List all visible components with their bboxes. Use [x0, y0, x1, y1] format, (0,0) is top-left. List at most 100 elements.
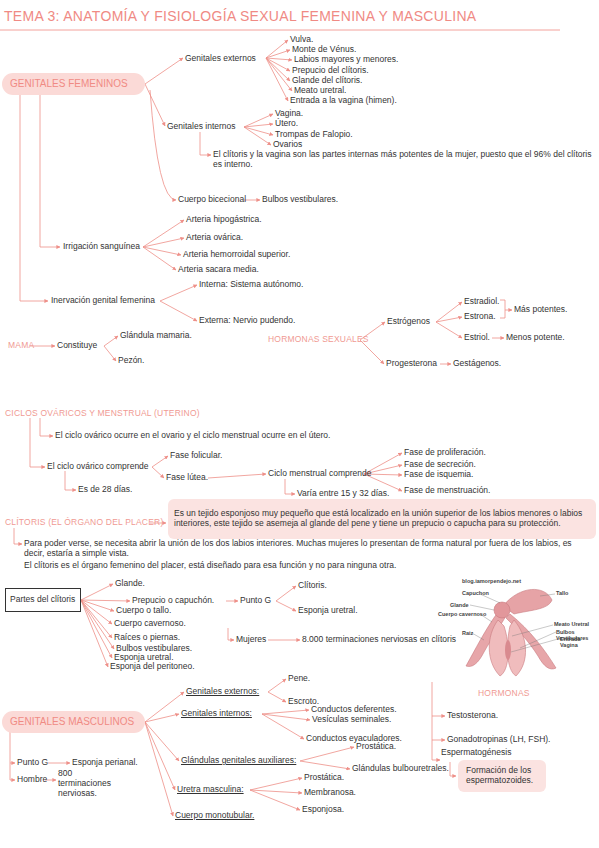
text-label: Estrógenos — [387, 317, 430, 327]
glans-shape — [494, 602, 510, 618]
text-label: Cuerpo monotubular. — [175, 811, 254, 821]
illustration-leaders — [470, 594, 558, 652]
text-label: Genitales internos: — [181, 709, 252, 719]
leader-arrow — [262, 710, 309, 714]
leader-arrow — [81, 600, 130, 601]
section-band: GENITALES MASCULINOS — [2, 711, 145, 733]
title-underline — [0, 30, 560, 31]
leader-line — [540, 594, 555, 596]
leader-arrow — [226, 601, 238, 602]
text-label: Glándulas bulbouretrales. — [352, 764, 449, 774]
shaft-shape — [503, 589, 552, 614]
leader-arrow — [244, 124, 273, 127]
text-label: Constituye — [57, 341, 97, 351]
part-label: Meato Uretral — [554, 621, 589, 627]
text-label: Glándulas genitales auxiliares: — [181, 756, 296, 766]
part-label: Cuerpo cavernoso — [438, 611, 486, 617]
leader-arrow — [300, 761, 350, 769]
text-label: Varía entre 15 y 32 días. — [297, 489, 389, 499]
bracket — [500, 300, 505, 318]
text-label: Pezón. — [118, 356, 144, 366]
leader-arrow — [266, 50, 290, 58]
text-label: Pene. — [288, 674, 310, 684]
text-label: Clítoris. — [298, 581, 327, 591]
leader-line — [512, 625, 553, 636]
leader-arrow — [244, 200, 260, 201]
section-heading: HORMONAS SEXUALES — [268, 335, 369, 345]
leader-arrow — [266, 58, 292, 91]
leader-arrow — [285, 479, 295, 494]
text-label: El clítoris y la vagina son las partes i… — [213, 150, 598, 170]
text-label: Fase de proliferación. — [404, 448, 486, 458]
text-label: Glande. — [115, 579, 145, 589]
node-text: Es un tejido esponjoso muy pequeño que e… — [174, 509, 590, 529]
clitoris-illustration — [466, 589, 558, 676]
leader-arrow — [262, 714, 310, 720]
text-label: Interna: Sistema autónomo. — [199, 280, 303, 290]
leader-arrow — [10, 732, 15, 763]
text-label: Fase de secreción. — [404, 460, 476, 470]
text-label: El ciclo ovárico comprende — [47, 462, 149, 472]
text-label: Inervación genital femenina — [51, 296, 155, 306]
leader-arrow — [268, 640, 300, 641]
leader-arrow — [143, 238, 184, 247]
leader-arrow — [81, 600, 108, 667]
leader-arrow — [250, 790, 300, 810]
section-heading: MAMA — [8, 341, 34, 351]
text-label: Vulva. — [290, 35, 313, 45]
text-label: Esponja uretral. — [298, 606, 358, 616]
leader-arrow — [30, 418, 45, 467]
text-label: Esponja perianal. — [72, 758, 138, 768]
text-label: Estradiol. — [464, 297, 499, 307]
text-box: Formación de los espermatozoides. — [458, 760, 546, 792]
text-label: Útero. — [275, 119, 298, 129]
part-label: Entrada Vagina — [560, 636, 584, 649]
leader-arrow — [436, 302, 462, 322]
leader-arrow — [244, 127, 273, 135]
text-label: Más potentes. — [514, 305, 567, 315]
text-label: Menos potente. — [506, 333, 565, 343]
leader-arrow — [436, 322, 462, 338]
leader-arrow — [152, 467, 164, 478]
text-label: Glande del clítoris. — [292, 76, 362, 86]
text-label: Espermatogénesis — [441, 748, 511, 758]
leader-arrow — [152, 456, 168, 467]
text-label: Estrona. — [464, 312, 496, 322]
text-label: Punto G — [17, 758, 48, 768]
text-label: Arteria ovárica. — [186, 233, 243, 243]
text-label: Progesterona — [386, 359, 437, 369]
text-label: Testosterona. — [447, 711, 498, 721]
leader-arrow — [145, 722, 179, 761]
leader-arrow — [266, 40, 288, 58]
section-heading: HORMONAS — [478, 689, 530, 699]
leader-arrow — [150, 90, 176, 200]
leader-arrow — [20, 95, 48, 301]
leader-arrow — [143, 247, 176, 270]
section-heading: CLÍTORIS (EL ÓRGANO DEL PLACER) — [5, 518, 163, 528]
text-label: 800 terminaciones nerviosas. — [58, 769, 118, 798]
node-text: GENITALES MASCULINOS — [10, 716, 134, 728]
text-label: Entrada a la vagina (himen). — [290, 96, 397, 106]
text-label: Meato uretral. — [294, 86, 346, 96]
text-label: Conductos deferentes. — [311, 705, 397, 715]
text-label: Genitales externos: — [186, 687, 259, 697]
text-label: Fase de menstruación. — [404, 486, 490, 496]
leader-arrow — [450, 762, 456, 776]
text-label: Gonadotropinas (LH, FSH). — [447, 735, 550, 745]
text-label: Raíces o piernas. — [114, 633, 180, 643]
text-label: Glándula mamaria. — [120, 331, 192, 341]
leader-line — [472, 633, 484, 640]
leader-arrow — [250, 790, 302, 793]
text-label: Gestágenos. — [453, 359, 501, 369]
text-label: Fase lútea. — [166, 473, 208, 483]
text-label: Arteria hipogástrica. — [186, 215, 262, 225]
leader-line — [432, 682, 433, 760]
leader-arrow — [276, 601, 296, 611]
text-label: Mujeres — [236, 635, 266, 645]
text-label: Prepucio o capuchón. — [132, 596, 214, 606]
leader-arrow — [10, 763, 15, 780]
leader-arrow — [65, 471, 76, 490]
leader-arrow — [104, 336, 118, 346]
text-label: El ciclo ovárico ocurre en el ovario y e… — [55, 431, 330, 441]
